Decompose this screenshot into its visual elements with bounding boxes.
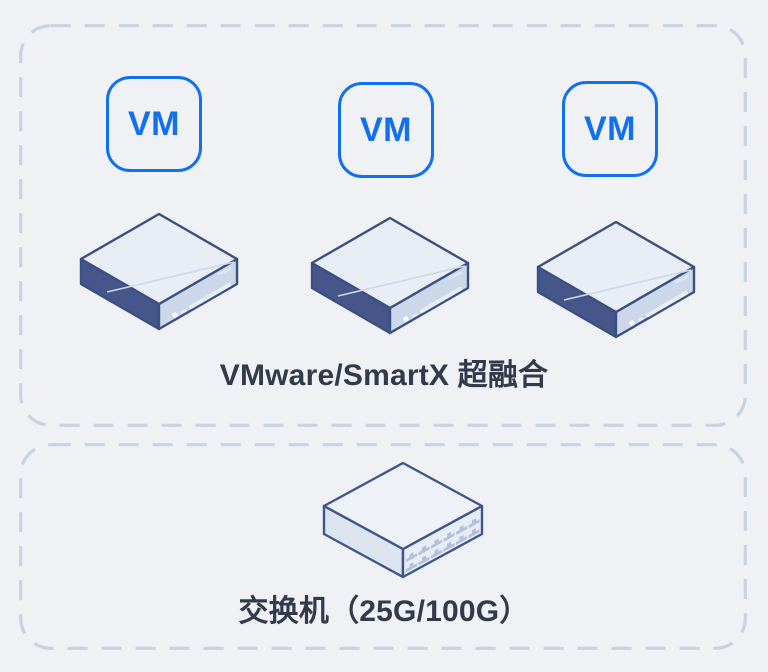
switch-icon xyxy=(322,461,484,579)
dashed-border xyxy=(19,443,747,650)
vm-label: VM xyxy=(128,105,180,143)
dashed-border xyxy=(19,24,747,427)
vm-box-2: VM xyxy=(338,82,434,178)
hci-group-label: VMware/SmartX 超融合 xyxy=(219,359,549,392)
server-icon xyxy=(310,216,470,335)
hci-group-frame xyxy=(19,24,747,427)
vm-box-1: VM xyxy=(106,76,202,172)
vm-box-3: VM xyxy=(562,81,658,177)
server-icon xyxy=(536,220,696,339)
network-group-frame xyxy=(19,443,747,650)
vm-label: VM xyxy=(584,110,636,148)
server-icon xyxy=(79,212,239,331)
vm-label: VM xyxy=(360,111,412,149)
network-group-label: 交换机（25G/100G） xyxy=(238,595,530,628)
